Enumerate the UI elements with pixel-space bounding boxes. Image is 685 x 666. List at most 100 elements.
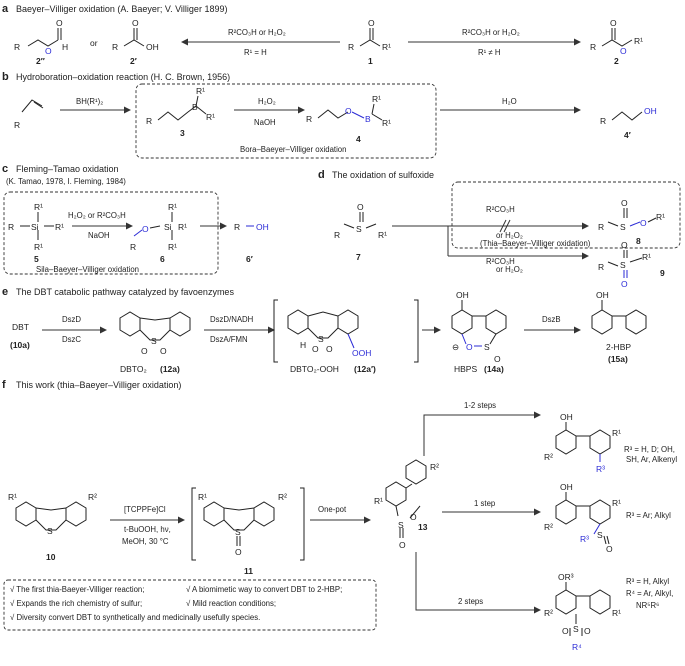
condition-text: R¹ = H xyxy=(244,48,267,57)
reagent-text: R²CO₃H or H₂O₂ xyxy=(462,28,520,37)
compound-2-structure xyxy=(601,28,633,47)
hbps-label: HBPS xyxy=(454,364,477,374)
boron-label: B xyxy=(365,114,371,124)
r1-label: R¹ xyxy=(168,202,177,212)
enzyme-text: DszC xyxy=(62,335,81,344)
sulfur-label: S xyxy=(318,334,324,344)
panel-d-label: d xyxy=(318,169,325,181)
reagent-text: H₂O xyxy=(502,97,517,106)
step-text: 2 steps xyxy=(458,597,483,606)
oxygen-label: O xyxy=(562,626,569,636)
compound-12ap-label: (12a′) xyxy=(354,364,376,374)
substituent-note: NR⁵R⁶ xyxy=(636,601,659,610)
r1-label: R¹ xyxy=(612,498,621,508)
panel-c-label: c xyxy=(2,163,8,175)
substituent-note: R³ = H, Alkyl xyxy=(626,577,669,586)
r-label: R xyxy=(334,230,340,240)
reaction-arrow xyxy=(423,411,541,456)
compound-13-structure xyxy=(385,459,427,538)
r-label: R xyxy=(590,42,596,52)
r-label: R xyxy=(8,222,14,232)
oxygen-label: O xyxy=(345,106,352,116)
r-label: R xyxy=(598,262,604,272)
ooh-label: OOH xyxy=(352,348,371,358)
anion-charge: ⊖ xyxy=(452,342,459,352)
compound-5-label: 5 xyxy=(34,254,39,264)
compound-12a-structure xyxy=(119,311,191,341)
or-label: or xyxy=(90,38,98,48)
compound-2pp-structure xyxy=(27,28,62,47)
compound-9-structure xyxy=(607,250,643,278)
sulfur-label: S xyxy=(356,224,362,234)
panel-c-title: Fleming–Tamao oxidation xyxy=(16,164,119,174)
bora-bv-box xyxy=(135,83,437,159)
compound-9-label: 9 xyxy=(660,268,665,278)
compound-10-structure xyxy=(15,501,87,531)
sulfur-label: S xyxy=(620,222,626,232)
r1-label: R¹ xyxy=(612,608,621,618)
r1-label: R¹ xyxy=(612,428,621,438)
compound-14a-label: (14a) xyxy=(484,364,504,374)
alkene-structure xyxy=(21,99,44,113)
r2-label: R² xyxy=(544,452,553,462)
compound-15a-structure xyxy=(591,300,647,335)
r1-label: R¹ xyxy=(8,492,17,502)
box-caption: (Thia–Baeyer–Villiger oxidation) xyxy=(480,239,591,248)
box-caption: Sila–Baeyer–Villiger oxidation xyxy=(36,265,139,274)
highlight-item: √ Diversity convert DBT to synthetically… xyxy=(10,613,260,622)
panel-e-label: e xyxy=(2,286,8,298)
r1-label: R¹ xyxy=(206,112,215,122)
panel-a-title: Baeyer–Villiger oxidation (A. Baeyer; V.… xyxy=(16,4,227,14)
compound-7-label: 7 xyxy=(356,252,361,262)
reagent-text: NaOH xyxy=(88,231,110,240)
oxygen-label: O xyxy=(142,224,149,234)
product-middle-structure xyxy=(555,492,611,545)
r3-label: R³ xyxy=(596,464,605,474)
enzyme-text: DszD/NADH xyxy=(210,315,253,324)
box-caption: Bora–Baeyer–Villiger oxidation xyxy=(240,145,346,154)
highlights-box xyxy=(3,579,377,631)
oh-label: OH xyxy=(560,482,573,492)
r-label: R xyxy=(14,42,20,52)
boron-label: B xyxy=(192,102,198,112)
reagent-text: R²CO₃H xyxy=(486,205,515,214)
catalyst-text: [TCPPFe]Cl xyxy=(124,505,166,514)
r-label: R xyxy=(112,42,118,52)
reagent-text: or H₂O₂ xyxy=(496,265,523,274)
r-label: R xyxy=(348,42,354,52)
r2-label: R² xyxy=(544,522,553,532)
compound-12ap-structure xyxy=(273,299,419,363)
oh-label: OH xyxy=(644,106,657,116)
or3-label: OR³ xyxy=(558,572,574,582)
product-bottom-structure xyxy=(555,582,611,636)
compound-15a-label: (15a) xyxy=(608,354,628,364)
compound-2-label: 2 xyxy=(614,56,619,66)
reagent-text: H₂O₂ xyxy=(258,97,276,106)
r1-label: R¹ xyxy=(372,94,381,104)
compound-2p-label: 2′ xyxy=(130,56,137,66)
oxygen-label: O xyxy=(399,540,406,550)
oh-label: OH xyxy=(146,42,159,52)
sulfur-label: S xyxy=(484,342,490,352)
sulfur-label: S xyxy=(235,527,241,537)
r1-label: R¹ xyxy=(34,242,43,252)
reaction-arrow xyxy=(415,552,541,614)
highlight-item: √ Expands the rich chemistry of sulfur; xyxy=(10,599,142,608)
panel-f-label: f xyxy=(2,379,6,391)
substituent-note: R⁴ = Ar, Alkyl, xyxy=(626,589,673,598)
oxygen-label: O xyxy=(606,544,613,554)
compound-4p-structure xyxy=(611,111,643,121)
oxygen-label: O xyxy=(621,198,628,208)
panel-f-title: This work (thia–Baeyer–Villiger oxidatio… xyxy=(16,380,181,390)
r3-label: R³ xyxy=(580,534,589,544)
oh-label: OH xyxy=(456,290,469,300)
r1-label: R¹ xyxy=(656,212,665,222)
reagent-text: R²CO₃H xyxy=(486,257,515,266)
r1-label: R¹ xyxy=(198,492,207,502)
r1-label: R¹ xyxy=(642,252,651,262)
compound-2p-structure xyxy=(123,28,145,47)
compound-3-structure xyxy=(157,95,207,121)
silicon-label: Si xyxy=(164,222,172,232)
oh-label: OH xyxy=(256,222,269,232)
